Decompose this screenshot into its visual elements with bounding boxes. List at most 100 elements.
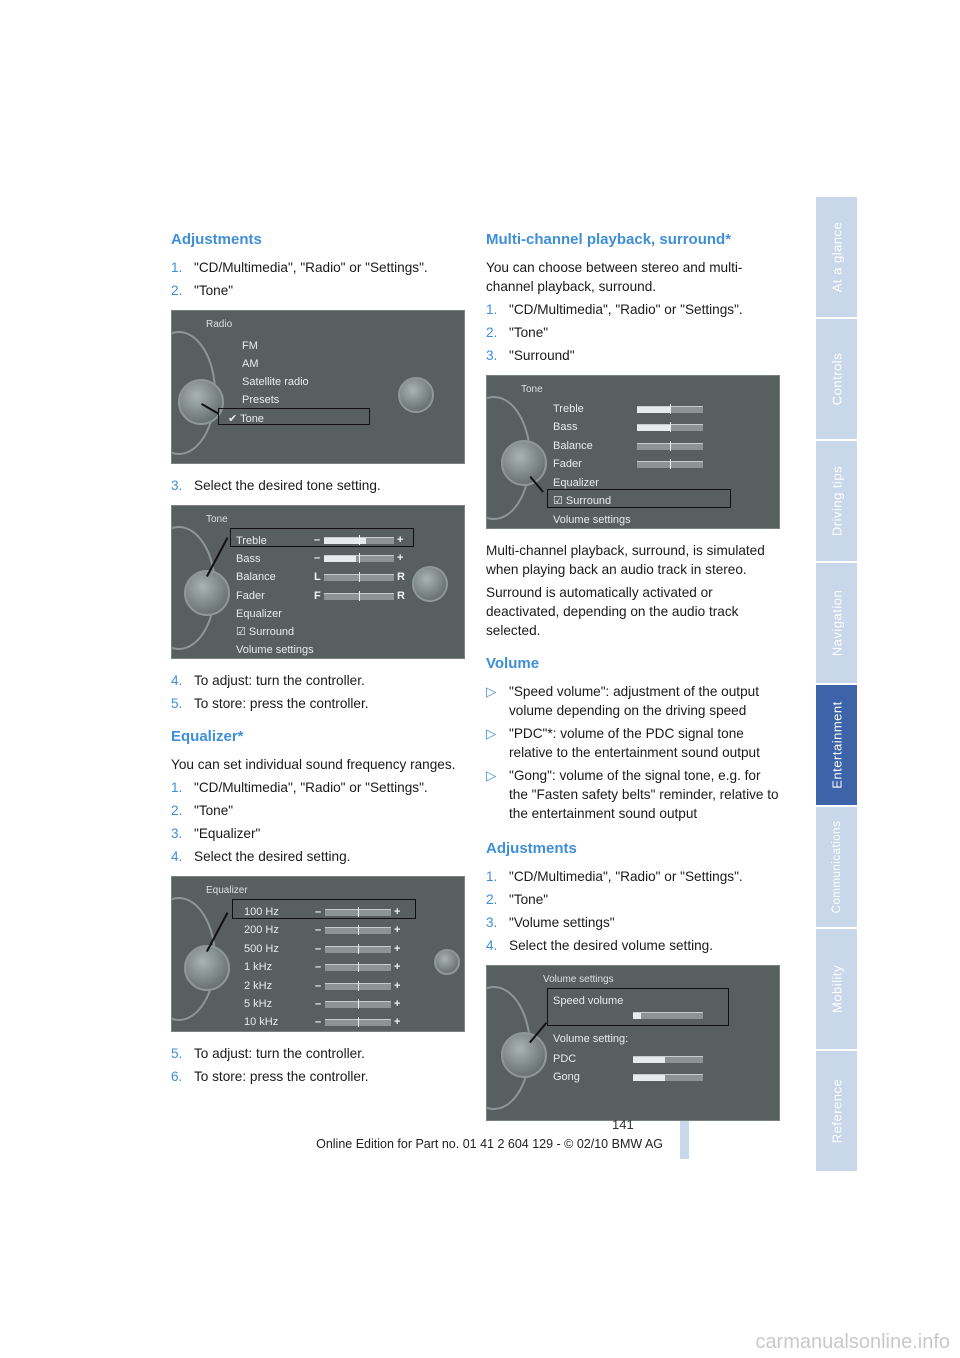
eq-band-label: 100 Hz [244, 906, 279, 918]
controller-knob-icon [434, 949, 460, 975]
eq-band-slider [325, 962, 391, 973]
minus-icon: – [315, 979, 322, 992]
menu-item: Satellite radio [242, 376, 309, 388]
step: 2."Tone" [486, 892, 549, 907]
list-item: ▷"Gong": volume of the signal tone, e.g.… [486, 768, 779, 821]
screen-title: Volume settings [543, 974, 614, 985]
step: 4.To adjust: turn the controller. [171, 673, 365, 688]
eq-band-label: 2 kHz [244, 979, 273, 992]
gong-slider [633, 1074, 703, 1081]
step: 3.Select the desired tone setting. [171, 478, 381, 493]
list-item: ▷"PDC"*: volume of the PDC signal tone r… [486, 726, 760, 760]
tab-at-a-glance[interactable]: At a glance [816, 197, 857, 319]
balance-slider [637, 441, 703, 451]
menu-item: Balance [236, 571, 276, 583]
tab-communications[interactable]: Communications [816, 807, 857, 929]
paragraph: Multi-channel playback, surround, is sim… [486, 543, 765, 577]
radio-menu-screenshot: Radio FM AM Satellite radio Presets ✔ To… [171, 310, 465, 464]
highlight-frame [230, 528, 414, 547]
menu-item: Equalizer [236, 608, 282, 620]
step: 1."CD/Multimedia", "Radio" or "Settings"… [171, 260, 428, 275]
menu-item: Presets [242, 394, 280, 406]
menu-item-selected: ✔ Tone [228, 413, 264, 425]
heading-adjustments: Adjustments [171, 231, 262, 248]
minus-icon: – [315, 906, 322, 918]
minus-icon: – [315, 961, 322, 974]
menu-item: Equalizer [553, 477, 599, 489]
eq-band-slider [325, 999, 391, 1009]
tab-entertainment[interactable]: Entertainment [816, 685, 857, 807]
tab-controls[interactable]: Controls [816, 319, 857, 441]
menu-item: Gong [553, 1071, 580, 1083]
menu-item: ☑ Surround [236, 626, 295, 638]
highlight-frame [547, 489, 731, 508]
balance-slider [324, 572, 394, 582]
highlight-frame [218, 408, 370, 425]
speed-volume-slider [633, 1012, 703, 1019]
menu-item: Fader [553, 458, 582, 470]
heading-equalizer: Equalizer* [171, 728, 244, 745]
step: 1."CD/Multimedia", "Radio" or "Settings"… [486, 302, 743, 317]
eq-band-slider [325, 943, 391, 954]
heading-adjustments: Adjustments [486, 840, 577, 857]
surround-screenshot: Tone Treble Bass Balance Fader Equalizer… [486, 375, 780, 529]
plus-icon: + [394, 924, 401, 937]
menu-item: Bass [553, 421, 578, 433]
controller-knob-icon [501, 1032, 547, 1078]
controller-knob-icon [501, 440, 547, 486]
step: 2."Tone" [171, 283, 234, 298]
screen-title: Tone [206, 514, 228, 525]
eq-band-slider [325, 907, 391, 917]
step: 6.To store: press the controller. [171, 1069, 369, 1084]
list-item: ▷"Speed volume": adjustment of the outpu… [486, 684, 759, 718]
controller-knob-icon [184, 570, 230, 616]
bass-slider [637, 422, 703, 432]
plus-icon: + [394, 961, 401, 974]
step: 3."Surround" [486, 348, 575, 363]
screen-title: Equalizer [206, 885, 248, 896]
screen-title: Tone [521, 384, 543, 395]
plus-icon: + [394, 906, 401, 918]
paragraph: You can set individual sound frequency r… [171, 757, 456, 772]
menu-item: Bass [236, 553, 261, 565]
menu-item: Treble [236, 535, 267, 547]
tab-mobility[interactable]: Mobility [816, 929, 857, 1051]
highlight-frame [547, 988, 729, 1026]
eq-band-label: 200 Hz [244, 924, 279, 937]
heading-multichannel: Multi-channel playback, surround* [486, 231, 732, 248]
page-number: 141 [612, 1117, 634, 1132]
highlight-frame [232, 899, 416, 919]
left-column: Adjustments 1."CD/Multimedia", "Radio" o… [171, 230, 467, 1090]
step: 2."Tone" [171, 803, 234, 818]
menu-item: Treble [553, 403, 584, 415]
menu-item-selected: Speed volume [553, 995, 624, 1007]
volume-settings-screenshot: Volume settings Speed volume Volume sett… [486, 965, 780, 1121]
equalizer-screenshot: Equalizer 100 Hz–+200 Hz–+500 Hz–+1 kHz–… [171, 876, 465, 1032]
tab-driving-tips[interactable]: Driving tips [816, 441, 857, 563]
menu-item: FM [242, 340, 258, 352]
page-marker [680, 1121, 689, 1159]
eq-band-slider [325, 980, 391, 991]
menu-item: Volume settings [553, 514, 631, 526]
eq-band-slider [325, 925, 391, 936]
step: 4.Select the desired volume setting. [486, 938, 714, 953]
step: 2."Tone" [486, 325, 549, 340]
footer-text: Online Edition for Part no. 01 41 2 604 … [316, 1137, 663, 1151]
tab-navigation[interactable]: Navigation [816, 563, 857, 685]
menu-item: Balance [553, 440, 593, 452]
eq-band-label: 10 kHz [244, 1016, 279, 1029]
eq-band-label: 5 kHz [244, 998, 273, 1010]
bass-slider [324, 553, 394, 563]
heading-volume: Volume [486, 655, 540, 672]
step: 5.To adjust: turn the controller. [171, 1046, 365, 1061]
paragraph: Surround is automatically activated or d… [486, 585, 739, 638]
step: 3."Equalizer" [171, 826, 261, 841]
step: 5.To store: press the controller. [171, 696, 369, 711]
pdc-slider [633, 1056, 703, 1063]
minus-icon: – [315, 942, 322, 955]
eq-band-label: 1 kHz [244, 961, 273, 974]
tab-reference[interactable]: Reference [816, 1051, 857, 1173]
step: 3."Volume settings" [486, 915, 615, 930]
minus-icon: – [315, 924, 322, 937]
plus-icon: + [394, 979, 401, 992]
